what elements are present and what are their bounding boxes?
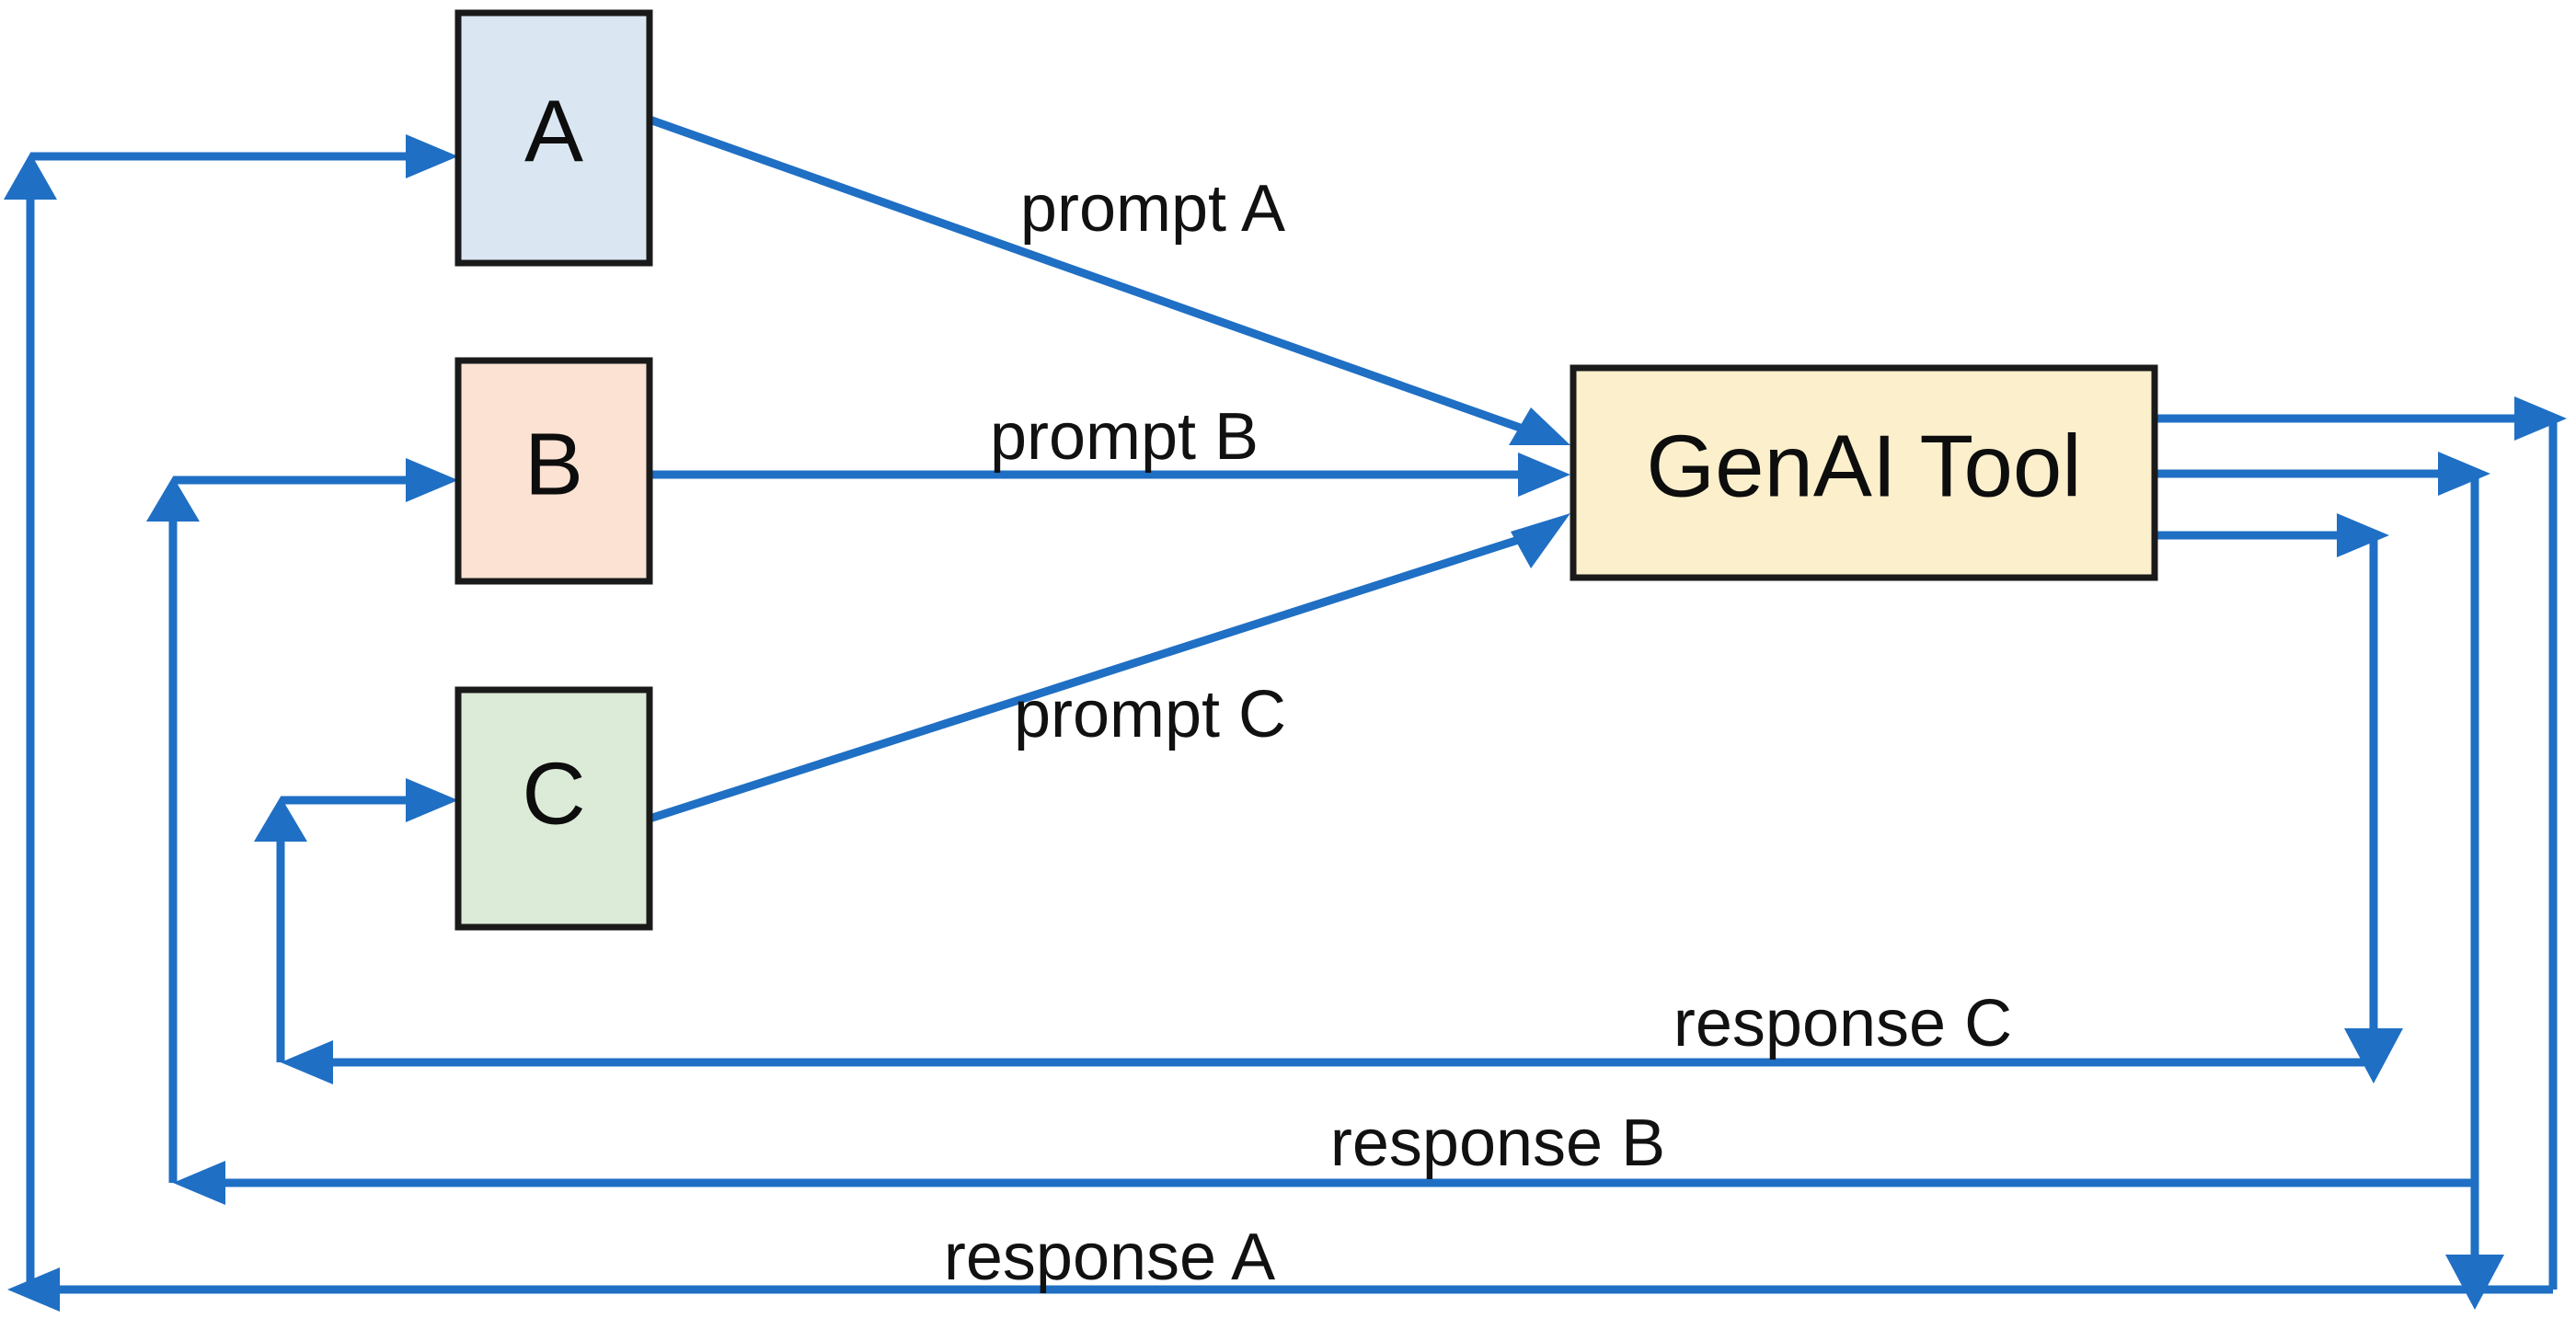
- edge-prompt-c: prompt C: [648, 513, 1570, 823]
- node-a-rect[interactable]: [454, 9, 653, 267]
- edge-response-c-arrowhead-down: [2344, 1028, 2403, 1083]
- edge-response-b-label: response B: [1330, 1106, 1665, 1180]
- node-genai-tool[interactable]: GenAI Tool: [1570, 364, 2158, 581]
- edge-response-c-arrowhead-up: [254, 797, 307, 842]
- edge-response-c: response C: [254, 513, 2403, 1084]
- edge-response-b-arrowhead-left: [173, 1161, 225, 1205]
- edge-prompt-b-label: prompt B: [990, 400, 1259, 474]
- node-genai-tool-label: GenAI Tool: [1646, 417, 2081, 515]
- edge-prompt-c-label: prompt C: [1014, 678, 1286, 751]
- edge-response-b-arrowhead-up: [146, 476, 200, 522]
- node-genai-tool-rect[interactable]: [1570, 364, 2158, 581]
- edge-prompt-a-label: prompt A: [1020, 172, 1285, 246]
- edge-response-c-arrowhead-in: [406, 778, 458, 822]
- edge-response-b-arrowhead-in: [406, 458, 458, 502]
- edge-response-b-arrowhead-right: [2438, 452, 2490, 496]
- edge-response-c-arrowhead-left: [281, 1040, 333, 1084]
- edge-response-c-arrowhead-right: [2337, 513, 2389, 557]
- edge-response-a-arrowhead-in: [406, 134, 458, 178]
- node-b-rect[interactable]: [454, 357, 653, 585]
- node-b-label: B: [524, 415, 583, 513]
- edge-prompt-c-arrowhead: [1511, 513, 1570, 568]
- edge-prompt-b-arrowhead: [1518, 453, 1570, 497]
- edge-prompt-a-arrowhead: [1509, 407, 1570, 445]
- edge-response-a: response A: [4, 134, 2567, 1312]
- edge-prompt-a-line: [648, 115, 1540, 439]
- node-b[interactable]: B: [454, 357, 653, 585]
- node-c-rect[interactable]: [454, 686, 653, 931]
- edge-response-b: response B: [146, 452, 2504, 1310]
- edge-response-a-arrowhead-right: [2514, 396, 2567, 441]
- edge-prompt-b: prompt B: [650, 400, 1570, 497]
- edge-response-a-label: response A: [944, 1221, 1275, 1294]
- edge-prompt-c-line: [648, 529, 1540, 823]
- edge-prompt-a: prompt A: [648, 115, 1570, 445]
- node-c[interactable]: C: [454, 686, 653, 931]
- edge-response-c-label: response C: [1673, 987, 2012, 1061]
- node-a-label: A: [524, 82, 583, 180]
- node-c-label: C: [522, 744, 585, 843]
- edge-response-a-arrowhead-up: [4, 153, 57, 200]
- node-a[interactable]: A: [454, 9, 653, 267]
- edge-response-b-arrowhead-down: [2445, 1255, 2504, 1310]
